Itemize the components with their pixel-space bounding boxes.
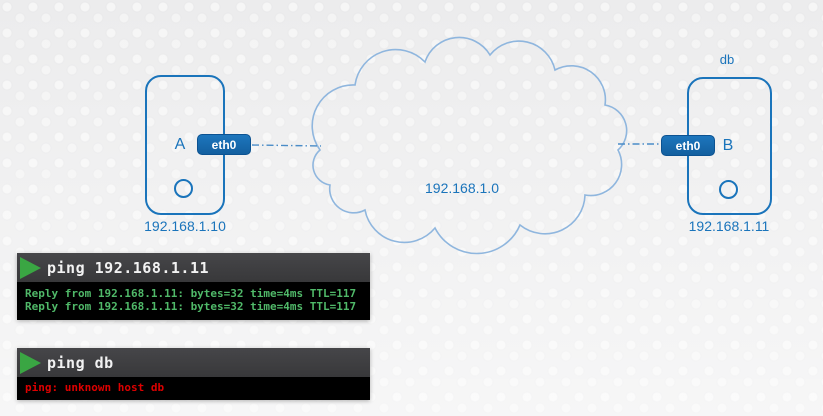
host-a-eth0-badge: eth0: [197, 134, 251, 155]
terminal-command: ping db: [47, 353, 114, 372]
link-hostA-to-cloud: [251, 144, 322, 147]
network-cloud-ip-label: 192.168.1.0: [425, 180, 499, 196]
play-icon: [20, 256, 41, 279]
terminal-output: Reply from 192.168.1.11: bytes=32 time=4…: [17, 282, 370, 320]
terminal-ping-db: ping db ping: unknown host db: [17, 348, 370, 400]
host-a-port-circle-icon: [174, 179, 193, 198]
host-b-label: B: [722, 137, 734, 154]
host-b-eth0-badge: eth0: [661, 135, 715, 156]
terminal-output-line: Reply from 192.168.1.11: bytes=32 time=4…: [25, 287, 357, 300]
terminal-output-line: ping: unknown host db: [25, 381, 165, 394]
play-icon: [20, 351, 41, 374]
terminal-output-line: Reply from 192.168.1.11: bytes=32 time=4…: [25, 300, 357, 313]
host-b-hostname-label: db: [719, 52, 735, 67]
host-b-ip-label: 192.168.1.11: [688, 218, 770, 234]
terminal-output: ping: unknown host db: [17, 377, 370, 400]
host-a-label: A: [174, 136, 186, 153]
host-a-ip-label: 192.168.1.10: [144, 218, 226, 234]
terminal-command: ping 192.168.1.11: [47, 258, 210, 277]
network-cloud-icon: [311, 36, 628, 255]
host-b-port-circle-icon: [719, 180, 738, 199]
terminal-ping-ip: ping 192.168.1.11 Reply from 192.168.1.1…: [17, 253, 370, 320]
terminal-header: ping 192.168.1.11: [17, 253, 370, 282]
terminal-header: ping db: [17, 348, 370, 377]
